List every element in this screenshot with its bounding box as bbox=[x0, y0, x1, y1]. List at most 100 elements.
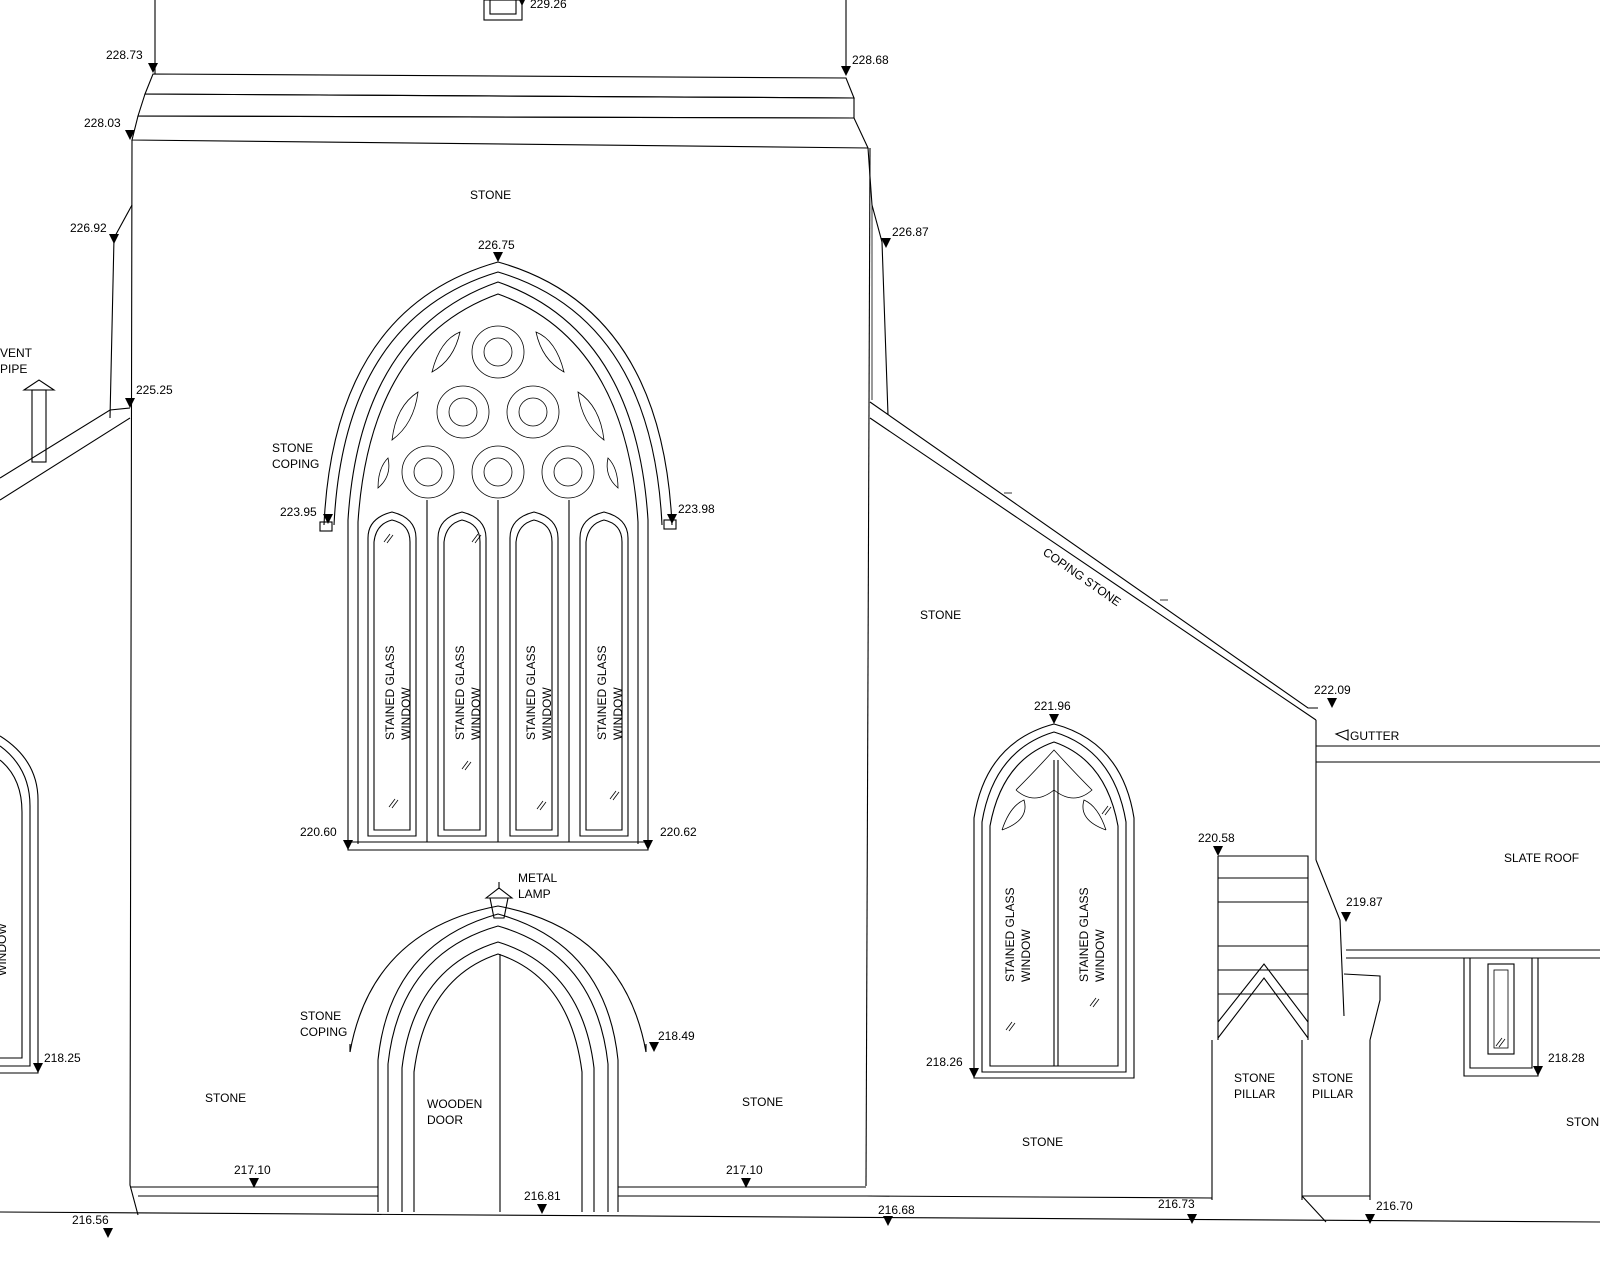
label-glass-4a: STAINED GLASS bbox=[595, 646, 609, 740]
level-marker-triangle bbox=[643, 840, 653, 850]
label-door-2: DOOR bbox=[427, 1113, 463, 1127]
level-marker-triangle bbox=[343, 840, 353, 850]
level-markers: 229.26 228.73 228.68 228.03 226.92 226.87 226.… bbox=[33, 0, 1585, 1238]
level-marker-triangle bbox=[1533, 1066, 1543, 1076]
level-value: 228.03 bbox=[84, 116, 121, 130]
label-coping-2b: COPING bbox=[300, 1025, 347, 1039]
level-value: 217.10 bbox=[726, 1163, 763, 1177]
level-value: 218.49 bbox=[658, 1029, 695, 1043]
level-marker: 216.73 bbox=[1158, 1197, 1197, 1224]
level-marker: 226.87 bbox=[881, 225, 929, 248]
level-value: 218.28 bbox=[1548, 1051, 1585, 1065]
level-marker-triangle bbox=[1049, 714, 1059, 724]
level-marker: 218.49 bbox=[649, 1029, 695, 1052]
label-glass-1b: WINDOW bbox=[399, 687, 413, 740]
level-marker-triangle bbox=[649, 1042, 659, 1052]
doorway bbox=[349, 882, 647, 1212]
label-metal-1: METAL bbox=[518, 871, 557, 885]
level-marker: 226.75 bbox=[478, 238, 515, 262]
level-marker: 228.73 bbox=[106, 48, 158, 73]
label-stone-mid: STONE bbox=[742, 1095, 783, 1109]
level-marker-triangle bbox=[1213, 846, 1223, 856]
label-glass-2b: WINDOW bbox=[469, 687, 483, 740]
level-value: 216.68 bbox=[878, 1203, 915, 1217]
level-marker-triangle bbox=[493, 252, 503, 262]
level-marker: 219.87 bbox=[1341, 895, 1383, 922]
level-marker-triangle bbox=[881, 238, 891, 248]
level-marker: 229.26 bbox=[519, 0, 567, 11]
level-marker: 216.68 bbox=[878, 1203, 915, 1226]
glazing-ticks bbox=[383, 533, 1506, 1048]
level-marker: 223.98 bbox=[667, 502, 715, 524]
level-value: 216.81 bbox=[524, 1189, 561, 1203]
label-stone-top: STONE bbox=[470, 188, 511, 202]
level-marker: 228.68 bbox=[841, 53, 889, 76]
level-marker-triangle bbox=[1341, 912, 1351, 922]
level-value: 226.87 bbox=[892, 225, 929, 239]
level-value: 218.26 bbox=[926, 1055, 963, 1069]
level-value: 216.73 bbox=[1158, 1197, 1195, 1211]
tower bbox=[109, 0, 889, 1216]
level-marker-triangle bbox=[249, 1178, 259, 1188]
level-value: 223.95 bbox=[280, 505, 317, 519]
level-marker-triangle bbox=[103, 1228, 113, 1238]
level-marker-triangle bbox=[148, 63, 158, 73]
level-marker-triangle bbox=[741, 1178, 751, 1188]
label-glass-3a: STAINED GLASS bbox=[524, 646, 538, 740]
level-value: 223.98 bbox=[678, 502, 715, 516]
label-coping-1a: STONE bbox=[272, 441, 313, 455]
left-nave bbox=[0, 379, 131, 1074]
level-marker-triangle bbox=[1365, 1214, 1375, 1224]
level-value: 226.92 bbox=[70, 221, 107, 235]
level-marker: 220.58 bbox=[1198, 831, 1235, 856]
label-glass-6a: STAINED GLASS bbox=[1077, 888, 1091, 982]
level-marker: 222.09 bbox=[1314, 683, 1351, 708]
level-value: 222.09 bbox=[1314, 683, 1351, 697]
label-vent-2: PIPE bbox=[0, 362, 27, 376]
label-coping-1b: COPING bbox=[272, 457, 319, 471]
label-glass-6b: WINDOW bbox=[1093, 929, 1107, 982]
stone-pillars bbox=[1211, 855, 1381, 1200]
label-stone-chapel: STONE bbox=[920, 608, 961, 622]
label-pillar-2b: PILLAR bbox=[1312, 1087, 1354, 1101]
level-value: 218.25 bbox=[44, 1051, 81, 1065]
level-value: 216.70 bbox=[1376, 1199, 1413, 1213]
level-marker: 217.10 bbox=[726, 1163, 763, 1188]
level-value: 217.10 bbox=[234, 1163, 271, 1177]
level-marker: 225.25 bbox=[125, 383, 173, 408]
annotation-labels: STONE VENT PIPE STONE COPING STONE COPIN… bbox=[0, 188, 1599, 1149]
right-annex bbox=[1316, 745, 1600, 1077]
level-marker-triangle bbox=[537, 1204, 547, 1214]
label-glass-7b: WINDOW bbox=[0, 923, 9, 976]
level-marker-triangle bbox=[1187, 1214, 1197, 1224]
level-value: 219.87 bbox=[1346, 895, 1383, 909]
label-glass-5b: WINDOW bbox=[1019, 929, 1033, 982]
level-value: 225.25 bbox=[136, 383, 173, 397]
level-marker: 218.26 bbox=[926, 1055, 979, 1078]
ground bbox=[0, 1195, 1600, 1223]
level-value: 220.58 bbox=[1198, 831, 1235, 845]
label-pillar-1a: STONE bbox=[1234, 1071, 1275, 1085]
level-marker-triangle bbox=[125, 398, 135, 408]
level-marker-triangle bbox=[125, 130, 135, 140]
label-glass-4b: WINDOW bbox=[611, 687, 625, 740]
label-vent-1: VENT bbox=[0, 346, 33, 360]
level-marker-triangle bbox=[33, 1063, 43, 1073]
label-pillar-1b: PILLAR bbox=[1234, 1087, 1276, 1101]
tower-plinth bbox=[130, 1186, 872, 1197]
label-stone-left: STONE bbox=[205, 1091, 246, 1105]
level-marker-triangle bbox=[1327, 698, 1337, 708]
level-value: 216.56 bbox=[72, 1213, 109, 1227]
label-stone-edge: STON bbox=[1566, 1115, 1599, 1129]
label-glass-5a: STAINED GLASS bbox=[1003, 888, 1017, 982]
level-marker: 226.92 bbox=[70, 221, 119, 244]
level-value: 226.75 bbox=[478, 238, 515, 252]
level-marker-triangle bbox=[883, 1216, 893, 1226]
level-marker: 217.10 bbox=[234, 1163, 271, 1188]
level-marker-triangle bbox=[841, 66, 851, 76]
label-door-1: WOODEN bbox=[427, 1097, 482, 1111]
level-value: 221.96 bbox=[1034, 699, 1071, 713]
right-chapel bbox=[869, 401, 1349, 1017]
label-glass-2a: STAINED GLASS bbox=[453, 646, 467, 740]
level-marker-triangle bbox=[109, 234, 119, 244]
